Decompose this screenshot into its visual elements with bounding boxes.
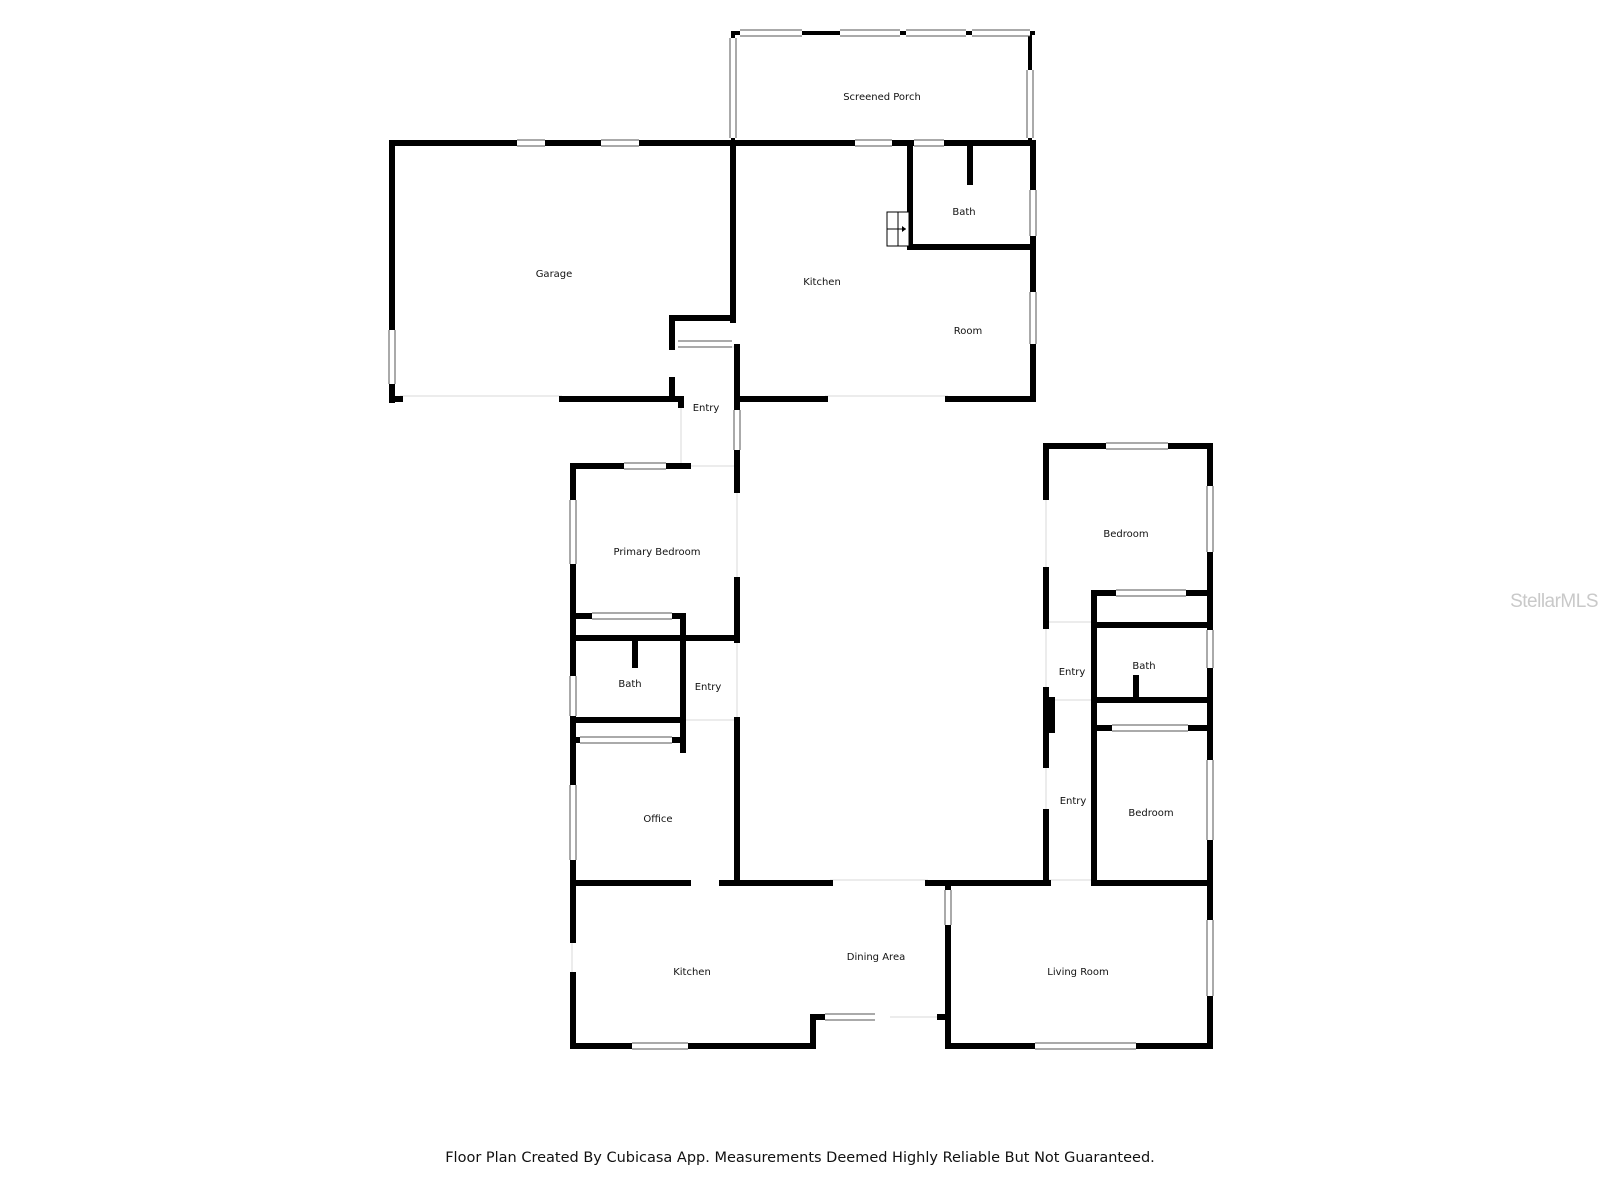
- room-label-bedroom-top-right: Bedroom: [1103, 529, 1148, 540]
- room-label-entry-right-upper: Entry: [1059, 667, 1086, 678]
- stairs-icon: [886, 211, 910, 247]
- room-label-dining-area: Dining Area: [847, 952, 905, 963]
- footer-disclaimer: Floor Plan Created By Cubicasa App. Meas…: [445, 1150, 1155, 1166]
- windows: [388, 29, 1214, 1050]
- room-label-entry-upper: Entry: [693, 403, 720, 414]
- room-label-primary-bedroom: Primary Bedroom: [613, 547, 700, 558]
- room-labels: Screened Porch Garage Kitchen Bath Room …: [536, 92, 1174, 978]
- room-label-bath-left: Bath: [618, 679, 641, 690]
- room-label-entry-left: Entry: [695, 682, 722, 693]
- walls: [389, 31, 1213, 1049]
- watermark-logo: StellarMLS: [1510, 591, 1598, 612]
- room-label-kitchen-lower: Kitchen: [673, 967, 711, 978]
- room-label-living-room: Living Room: [1047, 967, 1108, 978]
- room-label-garage: Garage: [536, 269, 573, 280]
- room-label-bath-upper: Bath: [952, 207, 975, 218]
- room-label-entry-right-lower: Entry: [1060, 796, 1087, 807]
- room-label-office: Office: [643, 814, 672, 825]
- room-label-bedroom-lower-right: Bedroom: [1128, 808, 1173, 819]
- room-label-room: Room: [954, 326, 982, 337]
- room-label-bath-right: Bath: [1132, 661, 1155, 672]
- room-label-kitchen-upper: Kitchen: [803, 277, 841, 288]
- open-boundaries: [400, 346, 1095, 1018]
- room-label-screened-porch: Screened Porch: [843, 92, 921, 103]
